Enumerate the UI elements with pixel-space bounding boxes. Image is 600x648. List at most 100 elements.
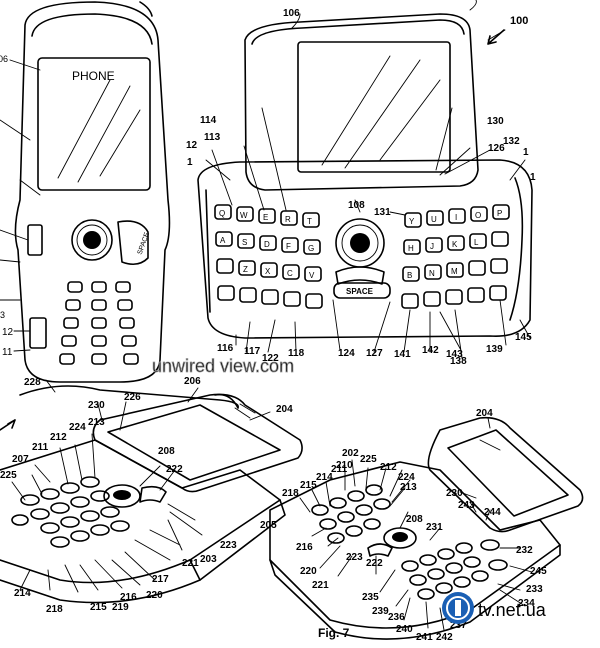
svg-text:142: 142 <box>422 345 439 356</box>
space-key-label-slide: SPACE <box>346 287 374 296</box>
site-logo: tv.net.ua <box>442 592 547 624</box>
svg-text:100: 100 <box>510 15 528 27</box>
svg-text:218: 218 <box>282 488 299 499</box>
phone-front-keypad <box>59 281 139 365</box>
svg-text:213: 213 <box>400 482 417 493</box>
svg-text:239: 239 <box>372 606 389 617</box>
svg-text:Q: Q <box>219 209 225 218</box>
svg-text:224: 224 <box>69 422 86 433</box>
svg-text:237: 237 <box>450 620 467 631</box>
svg-text:230: 230 <box>88 400 105 411</box>
svg-text:G: G <box>308 244 314 253</box>
svg-text:W: W <box>240 211 248 220</box>
perspective-keys-right <box>311 484 508 600</box>
svg-text:X: X <box>265 267 271 276</box>
svg-text:117: 117 <box>244 346 261 357</box>
svg-text:210: 210 <box>336 460 353 471</box>
svg-text:224: 224 <box>398 472 415 483</box>
svg-text:D: D <box>264 240 270 249</box>
svg-text:242: 242 <box>436 632 453 643</box>
svg-text:243: 243 <box>458 500 475 511</box>
svg-text:106: 106 <box>283 8 300 19</box>
svg-text:N: N <box>429 269 435 278</box>
svg-text:245: 245 <box>530 566 547 577</box>
svg-text:225: 225 <box>360 454 377 465</box>
svg-text:1: 1 <box>187 157 193 168</box>
svg-text:220: 220 <box>146 590 163 601</box>
svg-text:203: 203 <box>200 554 217 565</box>
svg-text:223: 223 <box>220 540 237 551</box>
svg-text:220: 220 <box>300 566 317 577</box>
phone-perspective-view-right: 204 202 225 211 210 212 224 213 214 215 … <box>260 408 584 643</box>
site-logo-text: tv.net.ua <box>478 600 547 620</box>
svg-text:143: 143 <box>446 349 463 360</box>
figure-caption: Fig. 7 <box>318 626 350 640</box>
svg-text:204: 204 <box>276 404 293 415</box>
svg-text:145: 145 <box>515 332 532 343</box>
svg-text:L: L <box>474 238 479 247</box>
svg-text:215: 215 <box>300 480 317 491</box>
svg-text:225: 225 <box>0 470 17 481</box>
svg-text:235: 235 <box>362 592 379 603</box>
svg-text:244: 244 <box>484 507 501 518</box>
svg-text:E: E <box>263 213 268 222</box>
svg-text:P: P <box>497 209 502 218</box>
svg-text:H: H <box>408 244 414 253</box>
svg-text:132: 132 <box>503 136 520 147</box>
svg-text:228: 228 <box>24 377 41 388</box>
svg-text:207: 207 <box>12 454 29 465</box>
svg-text:226: 226 <box>124 392 141 403</box>
svg-text:205: 205 <box>260 520 277 531</box>
svg-text:212: 212 <box>50 432 67 443</box>
svg-text:214: 214 <box>14 588 31 599</box>
svg-text:214: 214 <box>316 472 333 483</box>
svg-text:221: 221 <box>182 558 199 569</box>
svg-text:217: 217 <box>152 574 169 585</box>
watermark: unwired view.com <box>152 356 295 377</box>
svg-text:113: 113 <box>204 132 221 143</box>
svg-text:1: 1 <box>530 172 536 183</box>
svg-text:1: 1 <box>523 147 529 158</box>
svg-text:241: 241 <box>416 632 433 643</box>
svg-text:122: 122 <box>262 353 279 364</box>
svg-text:221: 221 <box>312 580 329 591</box>
svg-text:219: 219 <box>112 602 129 613</box>
svg-text:K: K <box>452 240 458 249</box>
svg-text:206: 206 <box>184 376 201 387</box>
svg-text:131: 131 <box>374 207 391 218</box>
svg-text:V: V <box>309 271 315 280</box>
svg-text:218: 218 <box>46 604 63 615</box>
svg-text:I: I <box>455 213 457 222</box>
svg-text:S: S <box>242 238 247 247</box>
svg-text:211: 211 <box>331 464 348 475</box>
svg-text:114: 114 <box>200 115 217 126</box>
svg-text:230: 230 <box>446 488 463 499</box>
svg-text:234: 234 <box>518 598 535 609</box>
svg-text:141: 141 <box>394 349 411 360</box>
svg-text:T: T <box>307 217 312 226</box>
phone-slide-open-view: Q W E R T A S D F G Z X C V SPACE <box>186 0 536 367</box>
svg-text:208: 208 <box>158 446 175 457</box>
svg-text:R: R <box>285 215 291 224</box>
svg-text:U: U <box>431 215 437 224</box>
svg-text:212: 212 <box>380 462 397 473</box>
svg-text:223: 223 <box>346 552 363 563</box>
svg-text:213: 213 <box>88 417 105 428</box>
svg-text:222: 222 <box>166 464 183 475</box>
svg-text:108: 108 <box>348 200 365 211</box>
svg-text:Z: Z <box>243 265 248 274</box>
svg-text:M: M <box>451 267 458 276</box>
svg-text:208: 208 <box>406 514 423 525</box>
svg-text:127: 127 <box>366 348 383 359</box>
svg-text:A: A <box>220 236 226 245</box>
svg-text:216: 216 <box>296 542 313 553</box>
svg-text:231: 231 <box>426 522 443 533</box>
svg-text:202: 202 <box>342 448 359 459</box>
svg-text:116: 116 <box>217 343 234 354</box>
svg-text:B: B <box>407 271 412 280</box>
space-key-label-front: SPACE <box>137 231 152 256</box>
phone-screen-label: PHONE <box>72 69 115 83</box>
svg-text:C: C <box>287 269 293 278</box>
svg-text:215: 215 <box>90 602 107 613</box>
